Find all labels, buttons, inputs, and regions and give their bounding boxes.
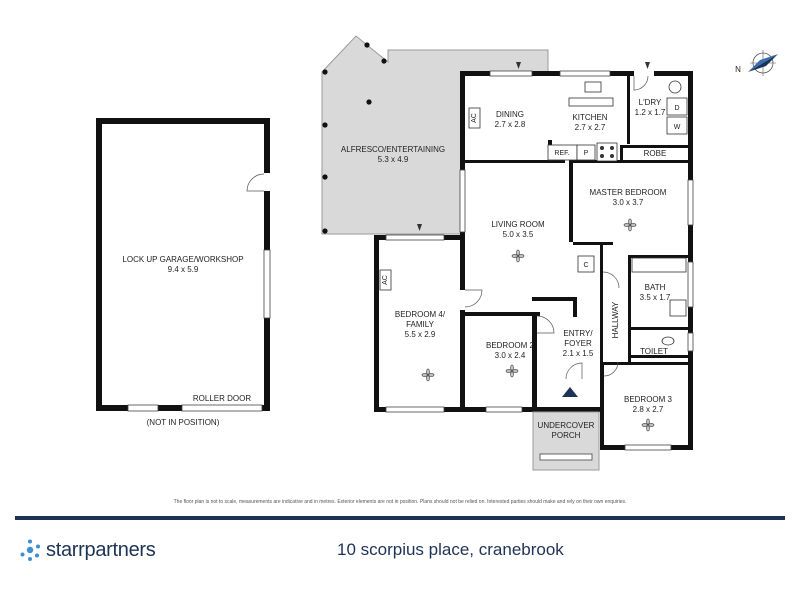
bedroom2-size: 3.0 x 2.4 xyxy=(495,351,526,360)
not-in-position-label: (NOT IN POSITION) xyxy=(147,418,220,427)
garage-side-door xyxy=(246,173,265,192)
roller-door xyxy=(181,404,263,412)
north-arrow-icon: N xyxy=(735,50,778,76)
brand-logo: starrpartners xyxy=(18,538,156,562)
bedroom3-door xyxy=(603,361,619,377)
bedroom4-size: 5.5 x 2.9 xyxy=(405,330,436,339)
kitchen-size: 2.7 x 2.7 xyxy=(575,123,606,132)
laundry-tub xyxy=(668,80,682,94)
alfresco-name: ALFRESCO/ENTERTAINING xyxy=(341,145,445,154)
cooktop xyxy=(596,142,618,162)
bath-name: BATH xyxy=(645,283,666,292)
openings xyxy=(385,62,694,451)
toilet-label: TOILET xyxy=(640,347,668,356)
footer-rule xyxy=(15,516,785,520)
robe-label: ROBE xyxy=(644,149,667,158)
garage-window xyxy=(263,249,271,319)
garage-name: LOCK UP GARAGE/WORKSHOP xyxy=(122,255,243,264)
bath-size: 3.5 x 1.7 xyxy=(640,293,671,302)
alfresco: ALFRESCO/ENTERTAINING 5.3 x 4.9 xyxy=(321,35,549,235)
living-size: 5.0 x 3.5 xyxy=(503,230,534,239)
dining-name: DINING xyxy=(496,110,524,119)
toilet-bowl xyxy=(661,336,675,346)
ac-label-dining: AC xyxy=(471,113,478,123)
bedroom4-name2: FAMILY xyxy=(406,320,435,329)
dining-size: 2.7 x 2.8 xyxy=(495,120,526,129)
porch-name: UNDERCOVER xyxy=(538,421,595,430)
compass-n: N xyxy=(735,65,741,74)
master-name: MASTER BEDROOM xyxy=(590,188,667,197)
hallway-label: HALLWAY xyxy=(611,301,620,338)
bedroom2-window xyxy=(485,406,523,413)
alfresco-size: 5.3 x 4.9 xyxy=(378,155,409,164)
bedroom3-window xyxy=(624,444,672,451)
brand-name: starrpartners xyxy=(46,538,156,561)
property-address: 10 scorpius place, cranebrook xyxy=(337,540,564,559)
kitchen-sink xyxy=(584,81,602,93)
entry-size: 2.1 x 1.5 xyxy=(563,349,594,358)
ac-label-bedroom4: AC xyxy=(382,275,389,285)
entry-arrow xyxy=(562,387,578,397)
porch: UNDERCOVER PORCH xyxy=(532,411,600,471)
room-labels: DINING 2.7 x 2.8 KITCHEN 2.7 x 2.7 L'DRY… xyxy=(395,98,673,414)
hall-door xyxy=(602,271,620,289)
garage: LOCK UP GARAGE/WORKSHOP 9.4 x 5.9 ROLLER… xyxy=(96,118,271,427)
master-window xyxy=(687,179,694,226)
entry-door xyxy=(565,362,583,380)
dryer-label: D xyxy=(674,105,679,112)
bedroom2-name: BEDROOM 2 xyxy=(486,341,535,350)
ref-label: REF. xyxy=(554,150,569,157)
bedroom2-door xyxy=(536,315,555,334)
entry-name2: FOYER xyxy=(564,339,592,348)
bathtub xyxy=(631,257,687,273)
entry-name: ENTRY/ xyxy=(563,329,593,338)
star-logo-icon xyxy=(20,539,40,561)
pantry-label: P xyxy=(584,150,589,157)
cupboard-label: C xyxy=(583,262,588,269)
bedroom4-door xyxy=(464,289,483,308)
laundry-name: L'DRY xyxy=(639,98,662,107)
garage-window-bottom xyxy=(127,404,159,412)
bedroom4-sliding-door xyxy=(385,234,445,241)
bath-window xyxy=(687,261,694,308)
laundry-size: 1.2 x 1.7 xyxy=(635,108,666,117)
roller-door-label: ROLLER DOOR xyxy=(193,394,251,403)
laundry-door xyxy=(633,75,649,91)
dining-window xyxy=(489,70,533,77)
washer-label: W xyxy=(674,124,681,131)
floor-plan: LOCK UP GARAGE/WORKSHOP 9.4 x 5.9 ROLLER… xyxy=(96,35,778,471)
kitchen-bench xyxy=(568,97,614,107)
kitchen-window xyxy=(559,70,611,77)
living-sliding-door xyxy=(459,169,466,233)
alfresco-area xyxy=(321,35,549,235)
garage-size: 9.4 x 5.9 xyxy=(168,265,199,274)
bedroom4-name: BEDROOM 4/ xyxy=(395,310,446,319)
bedroom3-name: BEDROOM 3 xyxy=(624,395,673,404)
bedroom4-window xyxy=(385,406,445,413)
fixtures: REF. P D W AC AC C ROBE xyxy=(379,80,688,346)
kitchen-name: KITCHEN xyxy=(572,113,607,122)
vanity xyxy=(669,299,687,317)
toilet-window xyxy=(687,332,694,352)
disclaimer: The floor plan is not to scale, measurem… xyxy=(173,499,627,505)
bedroom3-size: 2.8 x 2.7 xyxy=(633,405,664,414)
ceiling-lights xyxy=(421,218,655,432)
porch-name2: PORCH xyxy=(552,431,581,440)
living-name: LIVING ROOM xyxy=(491,220,545,229)
master-size: 3.0 x 3.7 xyxy=(613,198,644,207)
